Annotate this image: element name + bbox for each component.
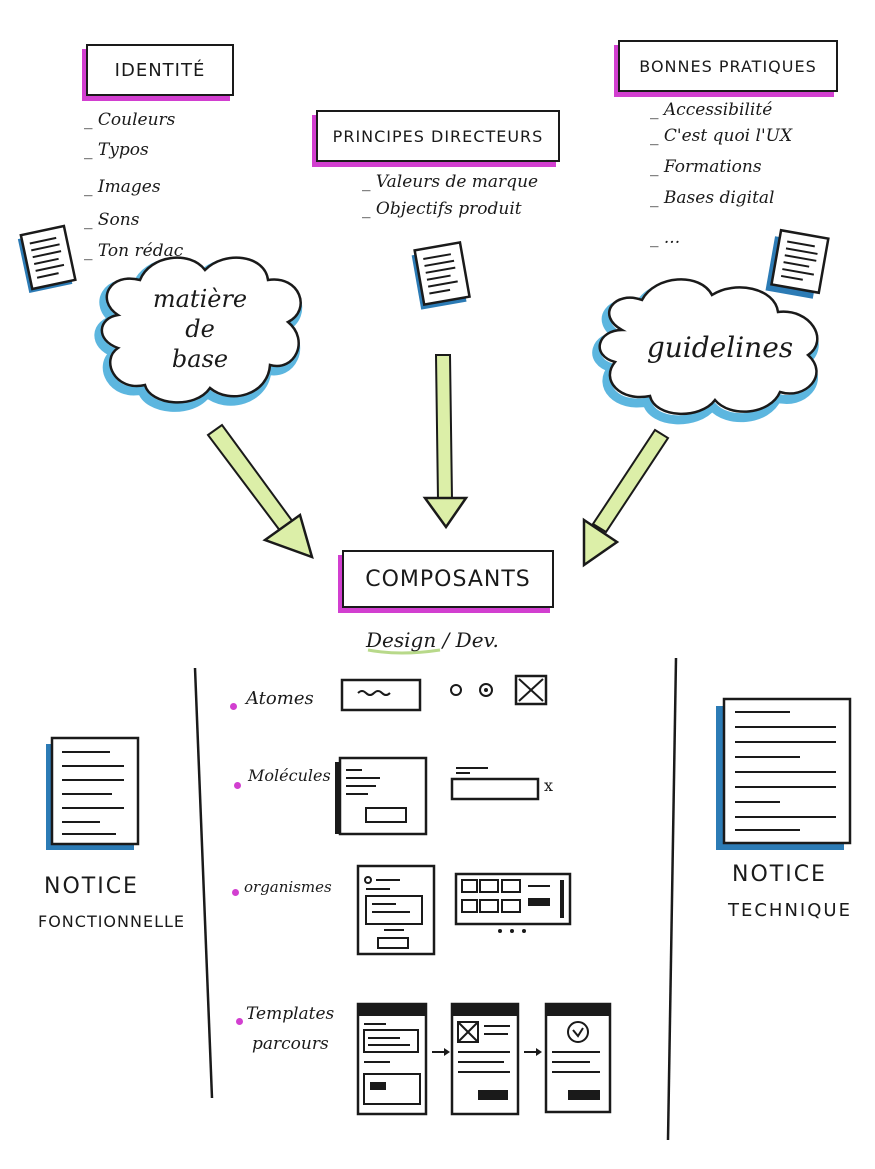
parcours-arrow-1 bbox=[432, 1048, 450, 1056]
notice-technique-line1: Notice bbox=[732, 862, 827, 887]
document-icon-principes bbox=[411, 240, 471, 310]
cloud-matiere-line: base bbox=[171, 345, 229, 373]
separator-left bbox=[193, 667, 214, 1099]
template-screen-3 bbox=[544, 1002, 612, 1114]
level-bullet bbox=[232, 889, 239, 896]
composants-subtitle: Design / Dev. bbox=[366, 628, 499, 652]
parcours-arrow-2 bbox=[524, 1048, 542, 1056]
composants-title: Composants bbox=[365, 566, 531, 592]
identite-title: Identité bbox=[114, 59, 206, 81]
level-atomes: Atomes bbox=[246, 688, 314, 709]
identite-title-box: Identité bbox=[86, 44, 234, 96]
arrow-left bbox=[206, 423, 314, 560]
identite-item: Ton rédac bbox=[84, 241, 183, 261]
pratiques-title-box: Bonnes pratiques bbox=[618, 40, 838, 92]
arrow-center bbox=[422, 354, 469, 530]
template-screen-2 bbox=[450, 1002, 520, 1116]
cloud-matiere-line: de bbox=[185, 315, 215, 343]
level-parcours: parcours bbox=[252, 1034, 329, 1054]
document-icon-pratiques bbox=[765, 228, 830, 299]
atome-input-sketch bbox=[340, 678, 422, 712]
identite-item: Typos bbox=[84, 140, 149, 160]
cloud-guidelines bbox=[592, 278, 819, 425]
pratiques-item: C'est quoi l'UX bbox=[650, 126, 792, 146]
atome-checkbox-sketch bbox=[514, 674, 548, 706]
pratiques-item: Formations bbox=[650, 157, 762, 177]
level-bullet bbox=[230, 703, 237, 710]
level-templates: Templates bbox=[246, 1004, 335, 1024]
pratiques-item: Accessibilité bbox=[650, 100, 772, 120]
identite-item: Images bbox=[84, 177, 161, 197]
cloud-matiere-label: matière de base bbox=[140, 284, 260, 374]
level-molecules: Molécules bbox=[248, 766, 331, 785]
molecule-close-label: x bbox=[544, 776, 554, 795]
level-organismes: organismes bbox=[244, 878, 332, 896]
molecule-search-sketch bbox=[450, 767, 540, 801]
atome-radio-1 bbox=[450, 684, 462, 696]
arrow-right bbox=[582, 428, 670, 568]
notice-fonctionnelle-line2: fonctionnelle bbox=[38, 912, 186, 931]
cloud-matiere-line: matière bbox=[152, 285, 248, 313]
principes-item: Objectifs produit bbox=[362, 199, 522, 219]
composants-title-box: Composants bbox=[342, 550, 554, 608]
pratiques-item: Bases digital bbox=[650, 188, 775, 208]
pratiques-title: Bonnes pratiques bbox=[639, 56, 817, 76]
organisme-grid-sketch bbox=[454, 872, 572, 933]
notice-fonctionnelle-line1: Notice bbox=[44, 874, 139, 899]
molecule-card-sketch bbox=[335, 756, 428, 836]
separator-right bbox=[666, 657, 678, 1141]
notice-technique-line2: technique bbox=[728, 900, 852, 921]
identite-item: Sons bbox=[84, 210, 140, 230]
principes-title: Principes directeurs bbox=[332, 126, 544, 146]
template-screen-1 bbox=[356, 1002, 428, 1116]
document-icon-identite bbox=[17, 224, 77, 293]
document-notice-technique bbox=[716, 697, 852, 850]
cloud-guidelines-label: guidelines bbox=[646, 331, 794, 364]
principes-title-box: Principes directeurs bbox=[316, 110, 560, 162]
principes-item: Valeurs de marque bbox=[362, 172, 538, 192]
atome-radio-2 bbox=[479, 683, 493, 697]
document-notice-fonctionnelle bbox=[46, 736, 140, 850]
organisme-page-sketch bbox=[356, 864, 436, 956]
level-bullet bbox=[234, 782, 241, 789]
pratiques-item: ... bbox=[650, 228, 680, 248]
identite-item: Couleurs bbox=[84, 110, 176, 130]
level-bullet bbox=[236, 1018, 243, 1025]
